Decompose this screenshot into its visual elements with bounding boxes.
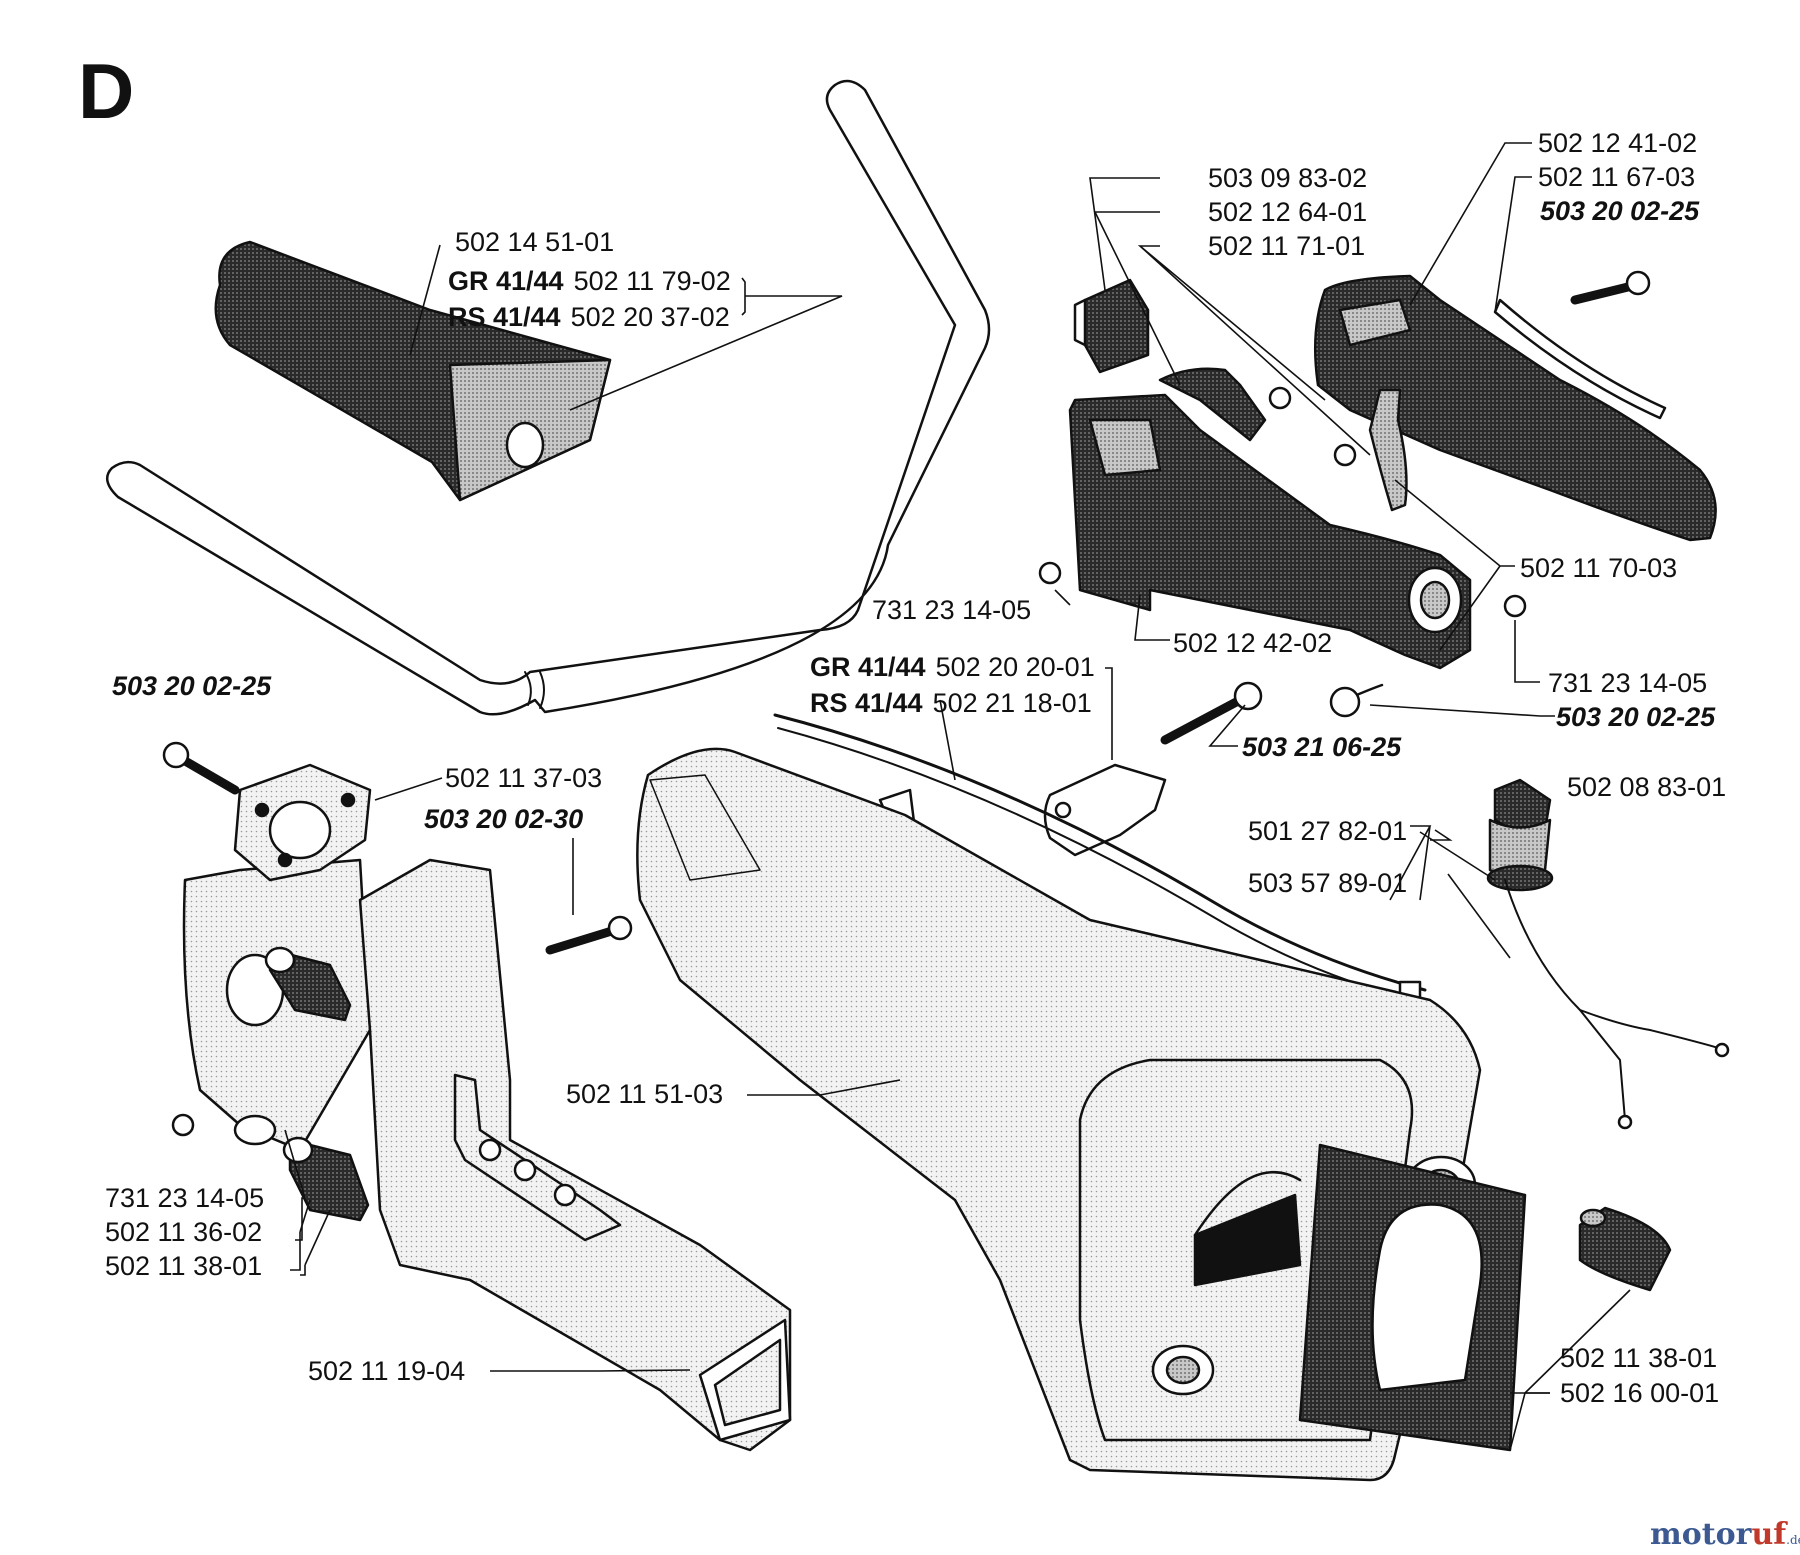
nut-left [171, 1113, 195, 1137]
variant-prefix: GR 41/44 [448, 266, 564, 296]
label-503-21-06-25: 503 21 06-25 [1242, 732, 1402, 762]
bolt-middle [1160, 681, 1263, 745]
gasket [1298, 1143, 1527, 1452]
label-503-57-89-01: 503 57 89-01 [1248, 868, 1408, 898]
label-502-11-19-04: 502 11 19-04 [308, 1356, 466, 1386]
label-502-11-70-03: 502 11 70-03 [1520, 553, 1678, 583]
label-502-12-64-01: 502 12 64-01 [1208, 197, 1368, 227]
section-letter: D [78, 47, 135, 135]
label-gr-502-20-20-01: GR 41/44 502 20 20-01 [810, 654, 1095, 681]
bolt-middle-right [1329, 683, 1384, 718]
label-rs-502-21-18-01: RS 41/44 502 21 18-01 [810, 690, 1092, 717]
part-number: 502 20 20-01 [935, 652, 1095, 682]
clamp-cap [233, 763, 372, 882]
variant-prefix: RS 41/44 [810, 688, 923, 718]
label-502-11-38-01-right: 502 11 38-01 [1560, 1343, 1718, 1373]
label-rs-502-20-37-02: RS 41/44 502 20 37-02 [448, 304, 730, 331]
sleeve-right [1578, 1206, 1672, 1292]
label-503-20-02-25-top: 503 20 02-25 [1540, 196, 1700, 226]
label-731-23-14-05-left: 731 23 14-05 [105, 1183, 265, 1213]
clip [1073, 278, 1150, 374]
handlebar-tube [105, 79, 991, 716]
bolt-left-middle [545, 915, 633, 955]
label-gr-502-11-79-02: GR 41/44 502 11 79-02 [448, 268, 731, 295]
variant-prefix: GR 41/44 [810, 652, 926, 682]
label-502-11-67-03: 502 11 67-03 [1538, 162, 1696, 192]
throttle-housing [1314, 274, 1717, 542]
label-503-09-83-02: 503 09 83-02 [1208, 163, 1368, 193]
frame-bracket [182, 858, 372, 1152]
sleeve-left-b [282, 1136, 370, 1222]
label-503-20-02-25-right: 503 20 02-25 [1556, 702, 1716, 732]
trigger [1158, 367, 1408, 512]
label-502-12-42-02: 502 12 42-02 [1173, 628, 1333, 658]
variant-prefix: RS 41/44 [448, 302, 561, 332]
label-502-11-36-02: 502 11 36-02 [105, 1217, 263, 1247]
bolt-left-top [162, 741, 240, 795]
label-503-20-02-30: 503 20 02-30 [424, 804, 584, 834]
label-731-23-14-05-right: 731 23 14-05 [1548, 668, 1708, 698]
label-502-11-71-01: 502 11 71-01 [1208, 231, 1366, 261]
label-502-14-51-01: 502 14 51-01 [455, 227, 615, 257]
label-502-12-41-02: 502 12 41-02 [1538, 128, 1698, 158]
part-number: 502 11 79-02 [573, 266, 731, 296]
label-501-27-82-01: 501 27 82-01 [1248, 816, 1408, 846]
nut-a [1038, 561, 1062, 585]
tank-cap [1486, 778, 1730, 1130]
label-502-08-83-01: 502 08 83-01 [1567, 772, 1727, 802]
nut-b [1503, 594, 1527, 618]
throttle-rod [1493, 298, 1667, 420]
label-731-23-14-05-top: 731 23 14-05 [872, 595, 1032, 625]
label-502-11-51-03: 502 11 51-03 [566, 1079, 724, 1109]
label-502-11-38-01-left: 502 11 38-01 [105, 1251, 263, 1281]
shaft-tube [358, 858, 792, 1452]
part-number: 502 20 37-02 [570, 302, 730, 332]
bracket [1043, 763, 1167, 857]
bolt-top-right [1570, 270, 1651, 305]
watermark-logo: motoruf.de [1650, 1517, 1800, 1552]
throttle-handle [1068, 393, 1472, 670]
label-502-16-00-01: 502 16 00-01 [1560, 1378, 1720, 1408]
label-502-11-37-03: 502 11 37-03 [445, 763, 603, 793]
part-number: 502 21 18-01 [932, 688, 1092, 718]
label-503-20-02-25-left: 503 20 02-25 [112, 671, 272, 701]
grip [214, 240, 612, 502]
sleeve-left-a [264, 946, 352, 1022]
